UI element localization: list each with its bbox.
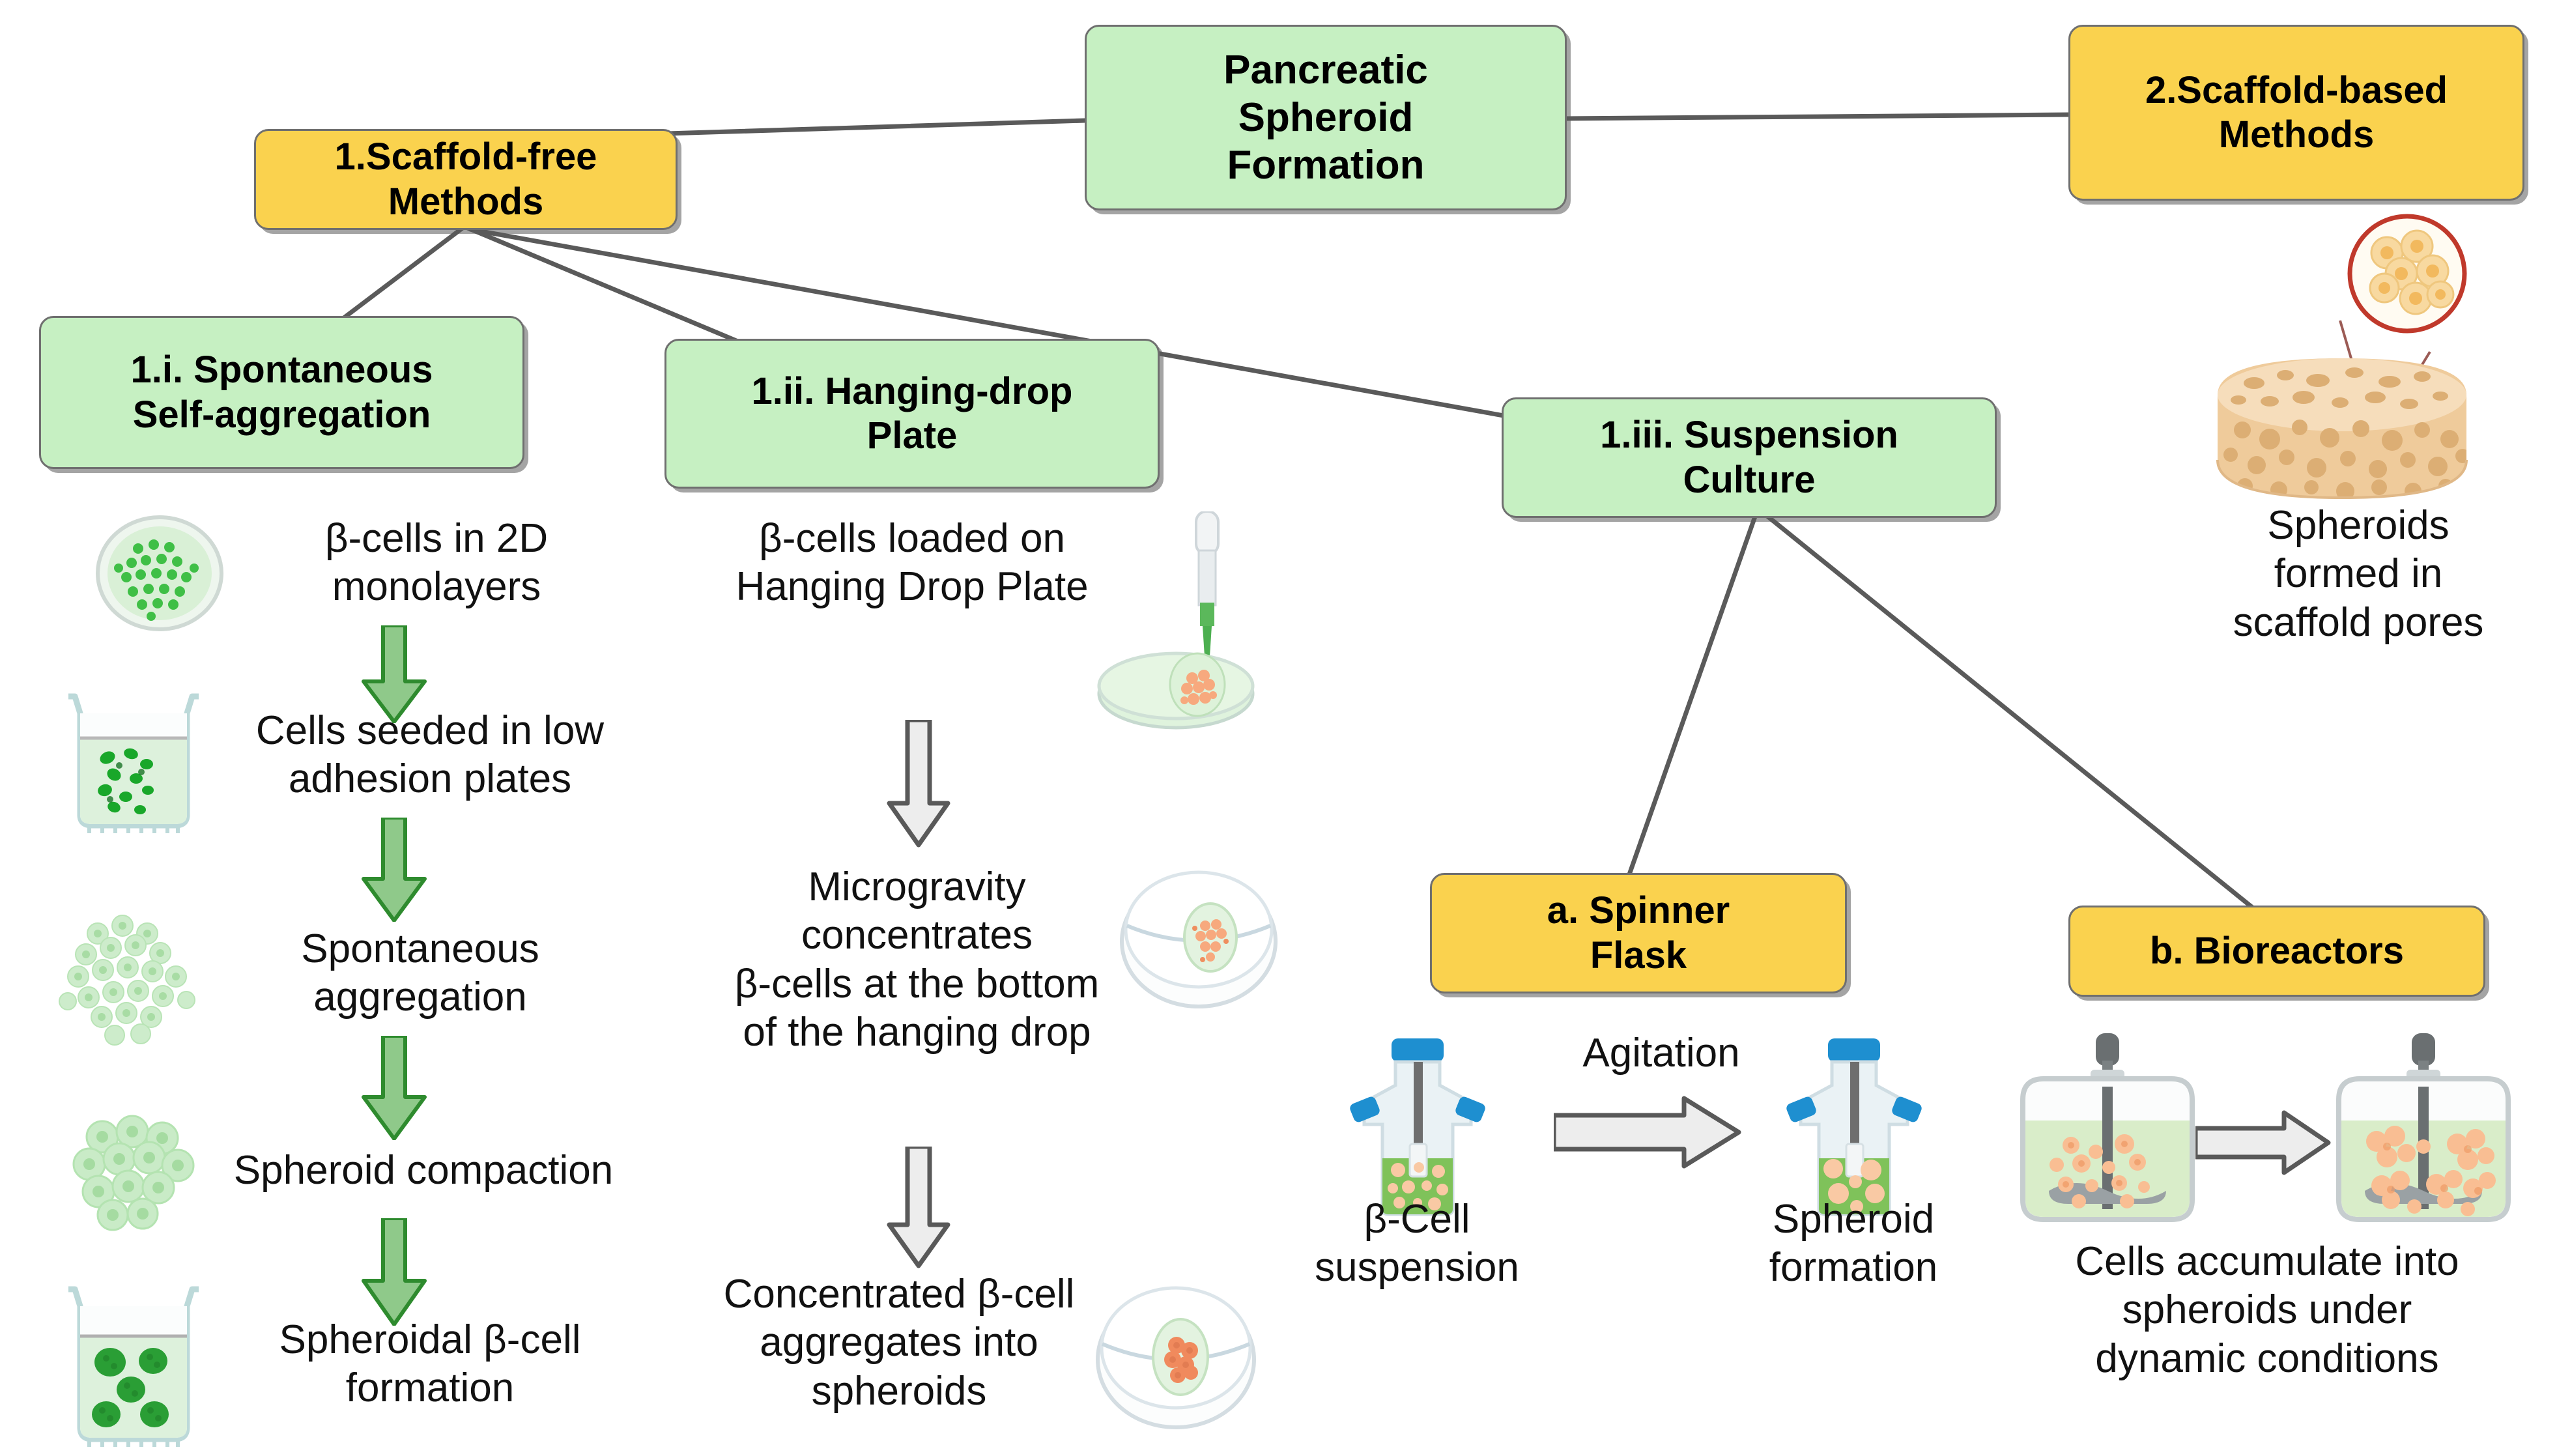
hanging-drop-dish-icon: [1107, 857, 1290, 1013]
gray-down-arrow-2: [876, 1144, 961, 1270]
link-sf-suspension: [468, 227, 1586, 433]
node-bioreactors[interactable]: b. Bioreactors: [2068, 906, 2485, 997]
caption-step-4-compaction: Spheroid compaction: [233, 1148, 614, 1193]
bioreactor-vessel-cells-icon: [2003, 1029, 2212, 1238]
node-root-label: Pancreatic Spheroid Formation: [1223, 47, 1428, 188]
caption-step-1-monolayers: β-cells in 2D monolayers: [324, 516, 549, 610]
node-hanging-drop-label: 1.ii. Hanging-drop Plate: [751, 369, 1073, 457]
link-root-scaffoldbased: [1561, 112, 2071, 121]
dish-with-green-cells-icon: [78, 508, 241, 638]
node-spinner-flask[interactable]: a. Spinner Flask: [1430, 873, 1847, 993]
caption-hd-step-3-concentrated: Concentrated β-cell aggregates into sphe…: [723, 1272, 1075, 1414]
caption-step-3-aggregation: Spontaneous aggregation: [301, 926, 539, 1020]
node-spinner-flask-label: a. Spinner Flask: [1547, 889, 1730, 977]
gray-down-arrow-1: [876, 717, 961, 850]
gray-right-arrow-agitation: [1551, 1094, 1743, 1173]
node-scaffold-based[interactable]: 2.Scaffold-based Methods: [2068, 25, 2524, 201]
caption-hd-step-1-loaded: β-cells loaded on Hanging Drop Plate: [736, 516, 1089, 610]
label-agitation: Agitation: [1582, 1031, 1740, 1076]
well-plate-with-cells-icon: [49, 687, 218, 837]
caption-beta-cell-suspension: β-Cell suspension: [1315, 1197, 1519, 1291]
link-suspension-bioreactors: [1763, 512, 2257, 911]
spinner-flask-spheroids-icon: [1759, 1029, 1948, 1218]
node-root[interactable]: Pancreatic Spheroid Formation: [1085, 25, 1567, 210]
green-down-arrow-2: [352, 816, 436, 922]
compact-spheroid-icon: [55, 1111, 218, 1235]
green-down-arrow-4: [352, 1216, 436, 1326]
spinner-flask-suspension-icon: [1322, 1029, 1511, 1218]
caption-step-5-spheroidal-formation: Spheroidal β-cell formation: [279, 1317, 581, 1411]
loose-cell-cluster-icon: [52, 902, 221, 1052]
green-down-arrow-3: [352, 1034, 436, 1141]
node-spontaneous[interactable]: 1.i. Spontaneous Self-aggregation: [39, 316, 524, 469]
caption-spheroid-formation: Spheroid formation: [1769, 1197, 1938, 1291]
node-scaffold-free-label: 1.Scaffold-free Methods: [334, 136, 597, 223]
well-plate-with-spheroids-icon: [49, 1280, 218, 1453]
caption-step-2-low-adhesion: Cells seeded in low adhesion plates: [255, 708, 605, 802]
node-scaffold-free[interactable]: 1.Scaffold-free Methods: [254, 129, 678, 230]
link-sf-spontaneous: [339, 225, 465, 322]
pipette-over-dish-icon: [1081, 510, 1270, 733]
bioreactor-vessel-spheroids-icon: [2319, 1029, 2528, 1238]
node-spontaneous-label: 1.i. Spontaneous Self-aggregation: [130, 349, 433, 436]
caption-hd-step-2-microgravity: Microgravity concentrates β-cells at the…: [734, 864, 1100, 1055]
node-scaffold-based-label: 2.Scaffold-based Methods: [2145, 68, 2448, 156]
caption-bioreactor-dynamic: Cells accumulate into spheroids under dy…: [2075, 1239, 2459, 1381]
caption-scaffold-pores: Spheroids formed in scaffold pores: [2233, 503, 2484, 645]
link-suspension-spinner: [1626, 512, 1758, 879]
green-down-arrow-1: [352, 623, 436, 724]
gray-right-arrow-bioreactor: [2193, 1107, 2332, 1179]
porous-scaffold-disc-icon: [2202, 332, 2482, 521]
magnified-spheroid-circle-icon: [2339, 208, 2476, 345]
spheroid-dish-icon: [1081, 1274, 1270, 1436]
node-hanging-drop[interactable]: 1.ii. Hanging-drop Plate: [664, 339, 1160, 489]
node-bioreactors-label: b. Bioreactors: [2150, 929, 2404, 972]
node-suspension-label: 1.iii. Suspension Culture: [1600, 414, 1898, 501]
node-suspension[interactable]: 1.iii. Suspension Culture: [1502, 397, 1997, 518]
